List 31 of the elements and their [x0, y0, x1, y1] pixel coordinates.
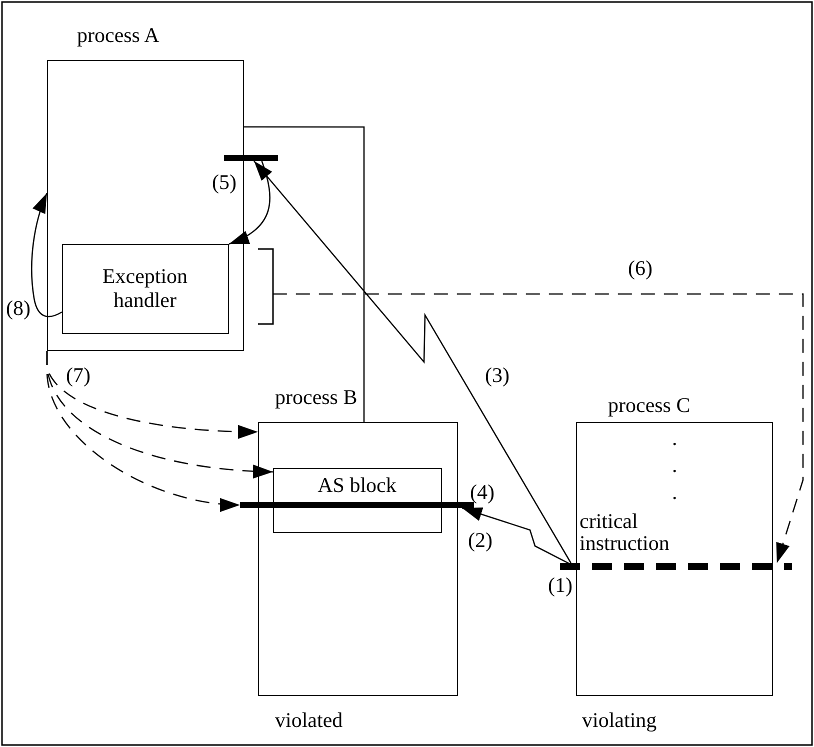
- bar-marker: [224, 155, 278, 161]
- arrow: [46, 351, 240, 511]
- edge-label: (5): [212, 172, 236, 193]
- dot-mark: .: [672, 482, 678, 503]
- callout-number: (4): [470, 482, 494, 503]
- edge-label: (3): [485, 365, 510, 386]
- arrow: [462, 507, 572, 566]
- edge-label: (2): [468, 530, 492, 551]
- box-title: process C: [608, 395, 690, 416]
- edge-label: (7): [66, 365, 90, 386]
- connector-line: [244, 126, 365, 422]
- arrow: [31, 192, 62, 318]
- handler-box: [62, 244, 228, 334]
- dot-mark: .: [672, 455, 678, 476]
- bar-marker: [240, 502, 474, 508]
- instruction-text: critical instruction: [580, 510, 670, 554]
- edge-label: (8): [6, 298, 30, 319]
- caption-text: violated: [275, 710, 343, 731]
- arrow: [254, 160, 572, 564]
- block-box: [272, 468, 442, 532]
- arrow: [272, 293, 804, 564]
- box-title: process B: [275, 387, 358, 408]
- edge-label: (6): [628, 258, 652, 279]
- box-label: Exception handler: [101, 265, 189, 312]
- caption-text: violating: [582, 710, 657, 731]
- arrow: [228, 160, 270, 245]
- callout-number: (1): [548, 575, 572, 596]
- box-title: process A: [77, 25, 160, 46]
- dashed-bar: [560, 563, 792, 570]
- box-label: AS block: [316, 474, 398, 497]
- dot-mark: .: [672, 428, 678, 449]
